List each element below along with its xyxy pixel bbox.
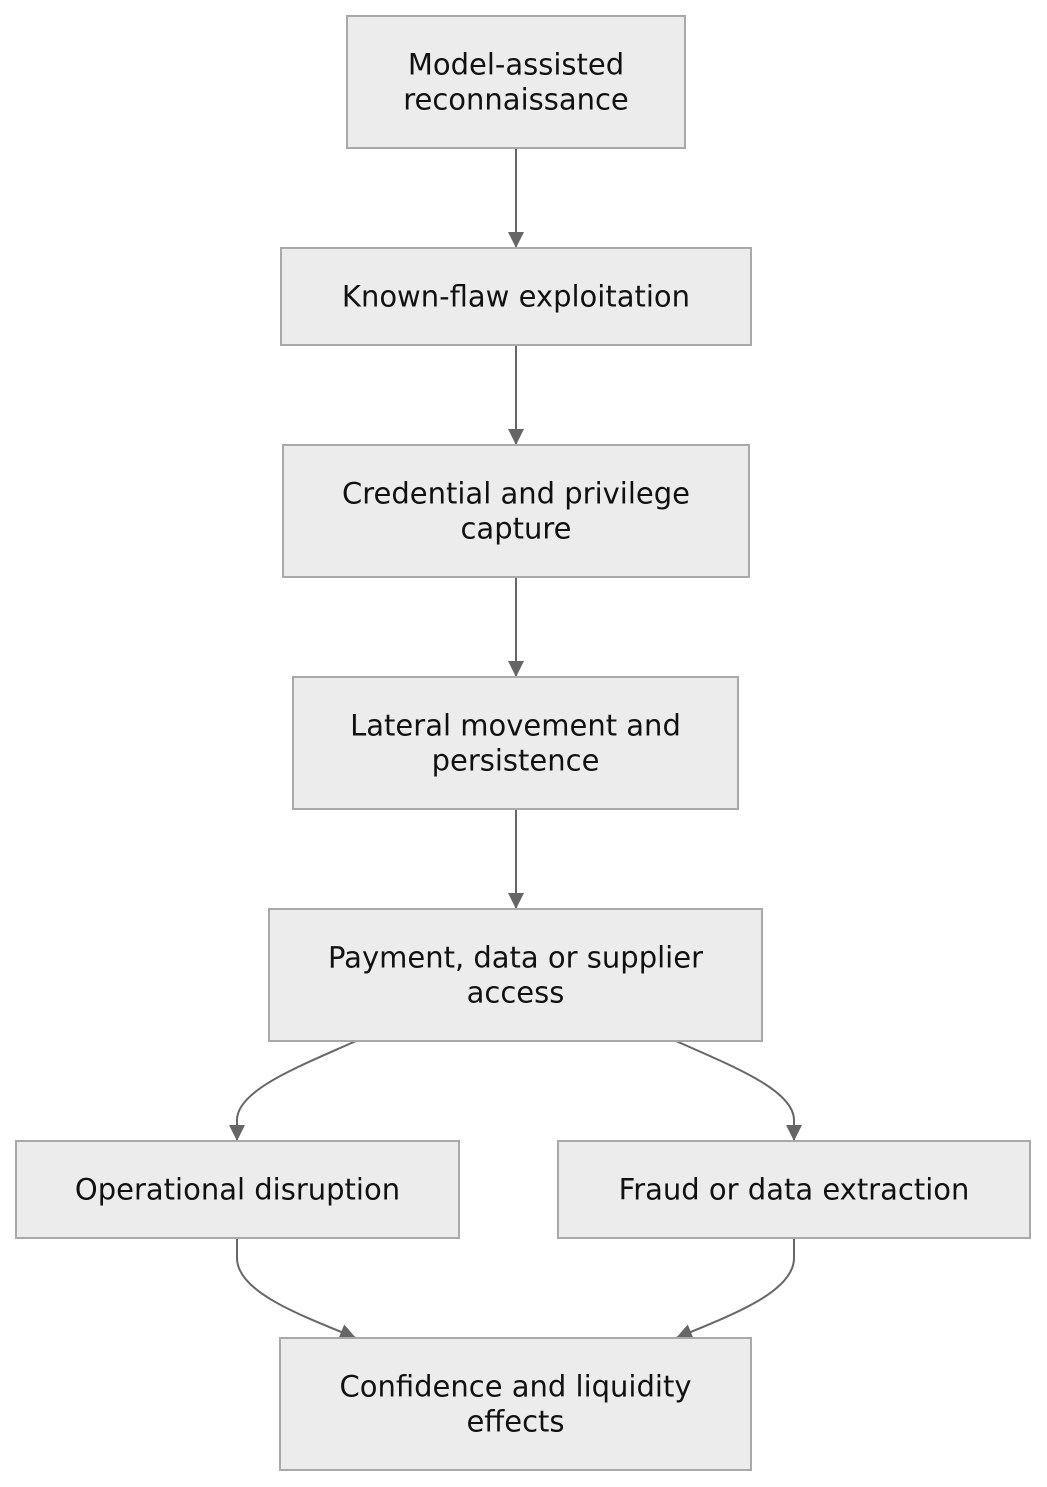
node-label-line: Operational disruption [75,1173,400,1207]
edge-fraud-to-effects [675,1238,795,1340]
arrowhead-icon [338,1324,356,1340]
node-label-line: access [467,976,565,1010]
node-exploit: Known-flaw exploitation [280,247,752,346]
node-label-line: Fraud or data extraction [619,1173,970,1207]
edge-exploit-to-credential [508,345,524,445]
node-box [279,1337,752,1471]
node-box [346,15,686,149]
edge-access-to-disruption [229,1040,357,1141]
node-label-line: Model-assisted [408,48,624,82]
node-label-line: effects [466,1405,564,1439]
node-box [268,908,763,1042]
node-label-line: Credential and privilege [342,477,690,511]
edge-recon-to-exploit [508,148,524,248]
node-fraud: Fraud or data extraction [557,1140,1031,1239]
node-label-line: Lateral movement and [350,709,681,743]
arrowhead-icon [508,893,524,909]
node-box [15,1140,460,1239]
edge-line [236,1040,357,1141]
edge-line [675,1040,795,1141]
node-label-line: persistence [432,744,600,778]
arrowhead-icon [508,429,524,445]
node-label-line: capture [460,512,571,546]
edge-credential-to-lateral [508,577,524,677]
node-box [280,247,752,346]
node-label-line: Confidence and liquidity [339,1370,691,1404]
node-box [557,1140,1031,1239]
arrowhead-icon [229,1125,245,1141]
edges-layer [229,148,802,1340]
arrowhead-icon [508,661,524,677]
edge-disruption-to-effects [236,1238,357,1340]
arrowhead-icon [508,232,524,248]
edge-line [236,1238,357,1339]
arrowhead-icon [676,1324,694,1340]
edge-lateral-to-access [508,809,524,909]
node-box [282,444,750,578]
node-disruption: Operational disruption [15,1140,460,1239]
node-label-line: Payment, data or supplier [328,941,703,975]
node-label-line: Known-flaw exploitation [342,280,690,314]
arrowhead-icon [786,1125,802,1141]
edge-line [675,1238,795,1339]
node-label-line: reconnaissance [403,83,629,117]
node-box [292,676,739,810]
edge-access-to-fraud [675,1040,802,1141]
